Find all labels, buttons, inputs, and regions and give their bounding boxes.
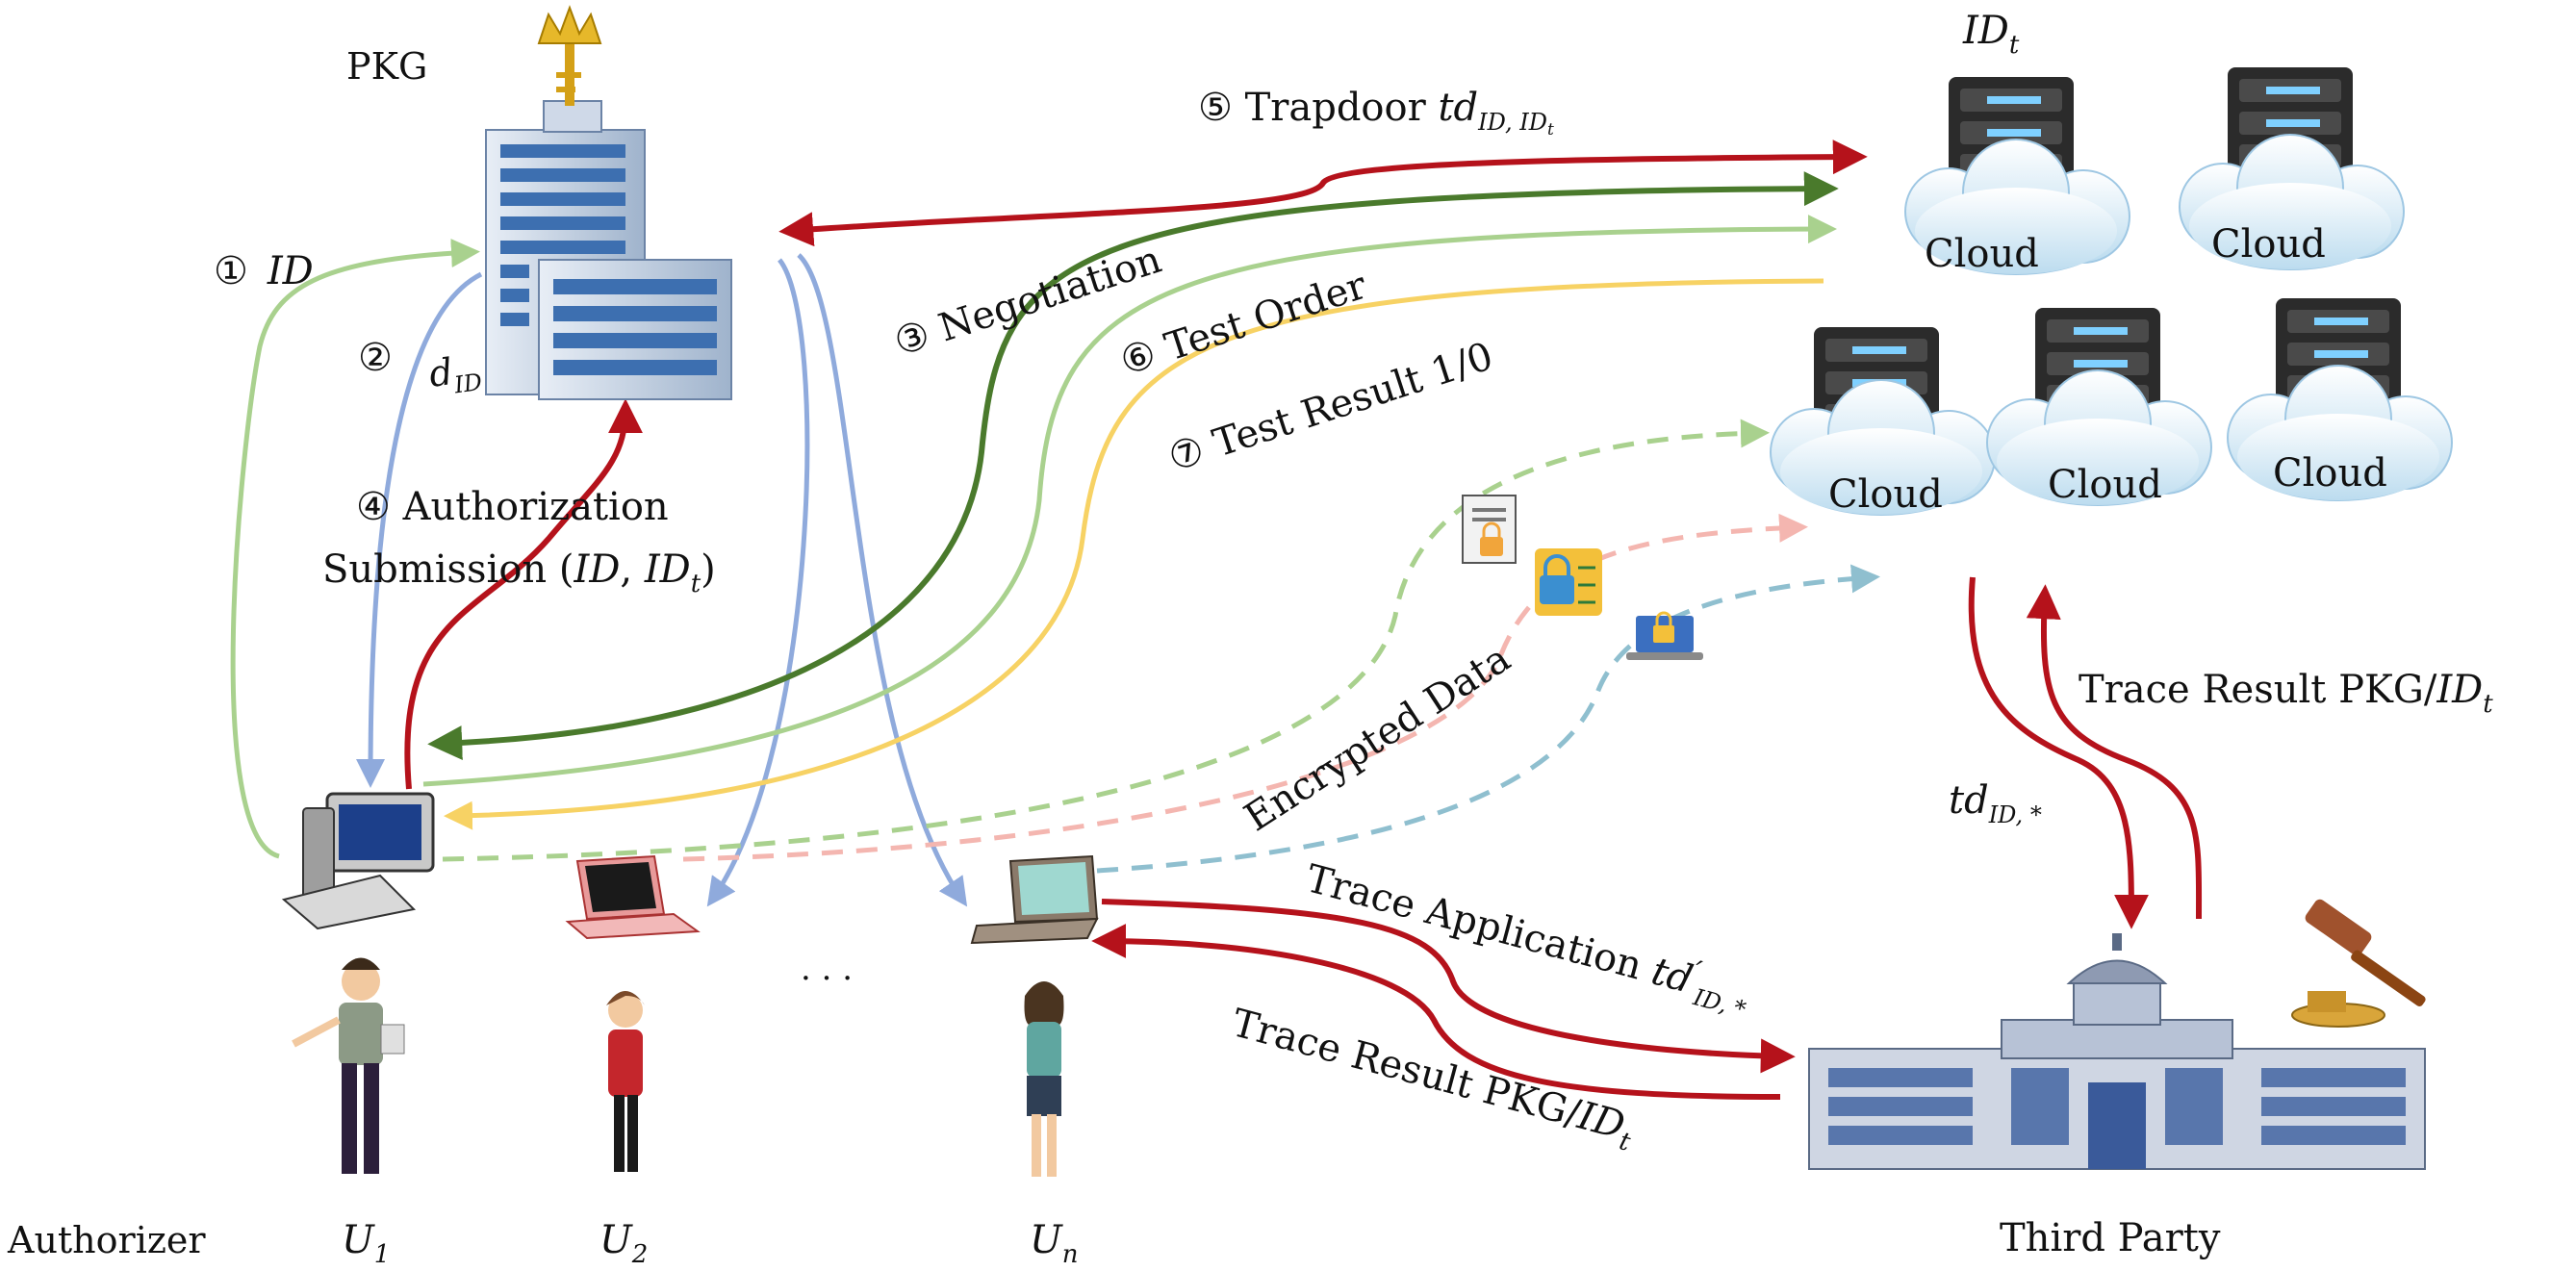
user-label-u2: U2 — [599, 1218, 648, 1269]
laptop-icon-u2 — [565, 854, 701, 940]
step2-did-label: dID — [426, 346, 484, 402]
step4-label-line2: Submission (ID, IDt) — [322, 547, 716, 598]
cloud-label-3: Cloud — [1828, 472, 1943, 517]
person-icon-u2 — [606, 991, 645, 1172]
cloud-label-4: Cloud — [2048, 463, 2162, 507]
trace-result-lower-label: Trace Result PKG/IDt — [1226, 1001, 1640, 1157]
user-label-u1: U1 — [342, 1218, 390, 1269]
crown-key-icon — [537, 5, 602, 106]
trace-result-right-label: Trace Result PKG/IDt — [2079, 668, 2493, 719]
arrow-trace-result-lower — [1091, 924, 1781, 1100]
desktop-computer-icon — [281, 792, 435, 930]
trace-application-label: Trace Application td′ID, * — [1300, 852, 1756, 1023]
lock-laptop-icon — [1626, 611, 1703, 660]
cloud-label-5: Cloud — [2273, 451, 2387, 496]
arrow-step1-id — [230, 239, 480, 859]
arrow-encrypted-pink — [682, 513, 1808, 862]
gavel-icon — [2291, 899, 2426, 1028]
third-party-label: Third Party — [2000, 1216, 2221, 1260]
arrow-trace-result-right — [2026, 584, 2203, 920]
authorizer-label: Authorizer — [7, 1219, 206, 1261]
step5-label: ⑤ Trapdoor tdID, IDt — [1198, 86, 1554, 140]
step4-label-line1: ④ Authorization — [356, 485, 669, 529]
arrow-trace-application — [1101, 899, 1796, 1074]
person-icon-un — [1024, 981, 1064, 1177]
user-label-un: Un — [1030, 1218, 1078, 1269]
arrow-step7-test-result — [444, 278, 1824, 830]
pkg-label: PKG — [346, 45, 427, 88]
cloud-label-2: Cloud — [2211, 222, 2326, 267]
arrow-step3-negotiation — [427, 171, 1839, 761]
arrow-encrypted-green — [442, 419, 1770, 862]
arrow-td-id-star — [1968, 576, 2149, 929]
pkg-building-icon — [485, 100, 732, 400]
step2-number: ② — [358, 336, 393, 380]
laptop-icon-un — [970, 854, 1099, 945]
courthouse-icon — [1808, 933, 2426, 1170]
arrow-encrypted-teal — [1096, 564, 1880, 874]
locked-document-icon — [1462, 495, 1517, 564]
encrypted-data-label: Encrypted Data — [1237, 636, 1518, 840]
person-icon-u1 — [292, 957, 405, 1174]
lock-chip-icon — [1535, 548, 1602, 616]
cloud-label-1: Cloud — [1925, 232, 2039, 276]
td-id-star-label: tdID, * — [1949, 778, 2042, 828]
arrow-step6-test-order — [422, 215, 1837, 787]
arrow-step5-trapdoor — [778, 140, 1868, 247]
idt-top-label: IDt — [1962, 9, 2020, 60]
ellipsis-label: · · · — [801, 959, 853, 998]
